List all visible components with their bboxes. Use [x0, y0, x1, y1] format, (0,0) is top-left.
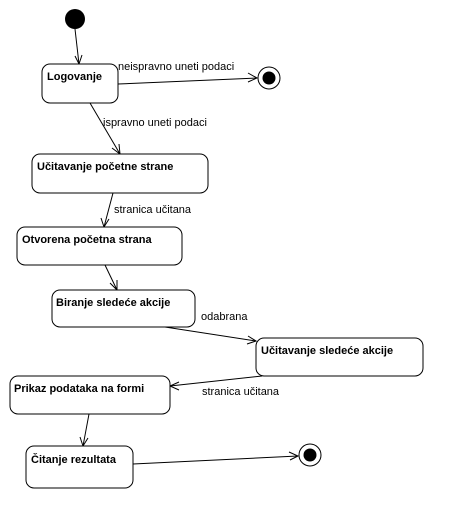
- edge-label-odabrana: odabrana: [201, 311, 248, 323]
- initial-node: [65, 9, 85, 29]
- edge-ucitavanje-otvorena: [103, 192, 114, 228]
- state-label: Čitanje rezultata: [31, 453, 117, 466]
- arrowhead: [247, 72, 259, 83]
- state-citanje-rezultata: Čitanje rezultata: [25, 445, 134, 489]
- state-label: Biranje sledeće akcije: [56, 297, 170, 309]
- state-label: Logovanje: [47, 71, 102, 83]
- arrowhead: [109, 280, 118, 292]
- state-label: Otvorena početna strana: [22, 234, 152, 246]
- state-biranje-akcije: Biranje sledeće akcije: [51, 289, 196, 328]
- edge-initial-logovanje: [74, 28, 80, 65]
- state-ucitavanje-pocetne: Učitavanje početne strane: [31, 153, 209, 194]
- state-logovanje: Logovanje: [41, 63, 119, 104]
- edge-biranje-ucitavanje-akcije: [164, 326, 257, 342]
- arrowhead: [111, 143, 121, 156]
- final-node-1: [257, 66, 281, 90]
- edge-labels: neispravno uneti podaci ispravno uneti p…: [103, 61, 280, 398]
- edge-label-neispravno: neispravno uneti podaci: [118, 61, 234, 73]
- edge-ucitavanje-akcije-prikaz: [169, 375, 263, 387]
- state-label: Učitavanje sledeće akcije: [261, 345, 393, 357]
- edge-label-stranica-ucitana-2: stranica učitana: [202, 386, 280, 398]
- arrowhead: [288, 451, 300, 461]
- edge-logovanje-ucitavanje: [89, 102, 121, 155]
- edge-label-ispravno: ispravno uneti podaci: [103, 117, 207, 129]
- arrowhead: [246, 335, 258, 345]
- state-label: Učitavanje početne strane: [37, 161, 173, 173]
- edge-logovanje-final: [117, 77, 258, 85]
- edge-otvorena-biranje: [104, 264, 118, 291]
- edge-citanje-final: [132, 455, 299, 465]
- edge-prikaz-citanje: [82, 413, 90, 447]
- state-prikaz-podataka: Prikaz podataka na formi: [9, 375, 171, 415]
- state-ucitavanje-akcije: Učitavanje sledeće akcije: [255, 337, 424, 377]
- state-label: Prikaz podataka na formi: [14, 383, 144, 395]
- final-node-2: [298, 443, 322, 467]
- edge-label-stranica-ucitana-1: stranica učitana: [114, 204, 192, 216]
- state-otvorena-pocetna: Otvorena početna strana: [16, 226, 183, 266]
